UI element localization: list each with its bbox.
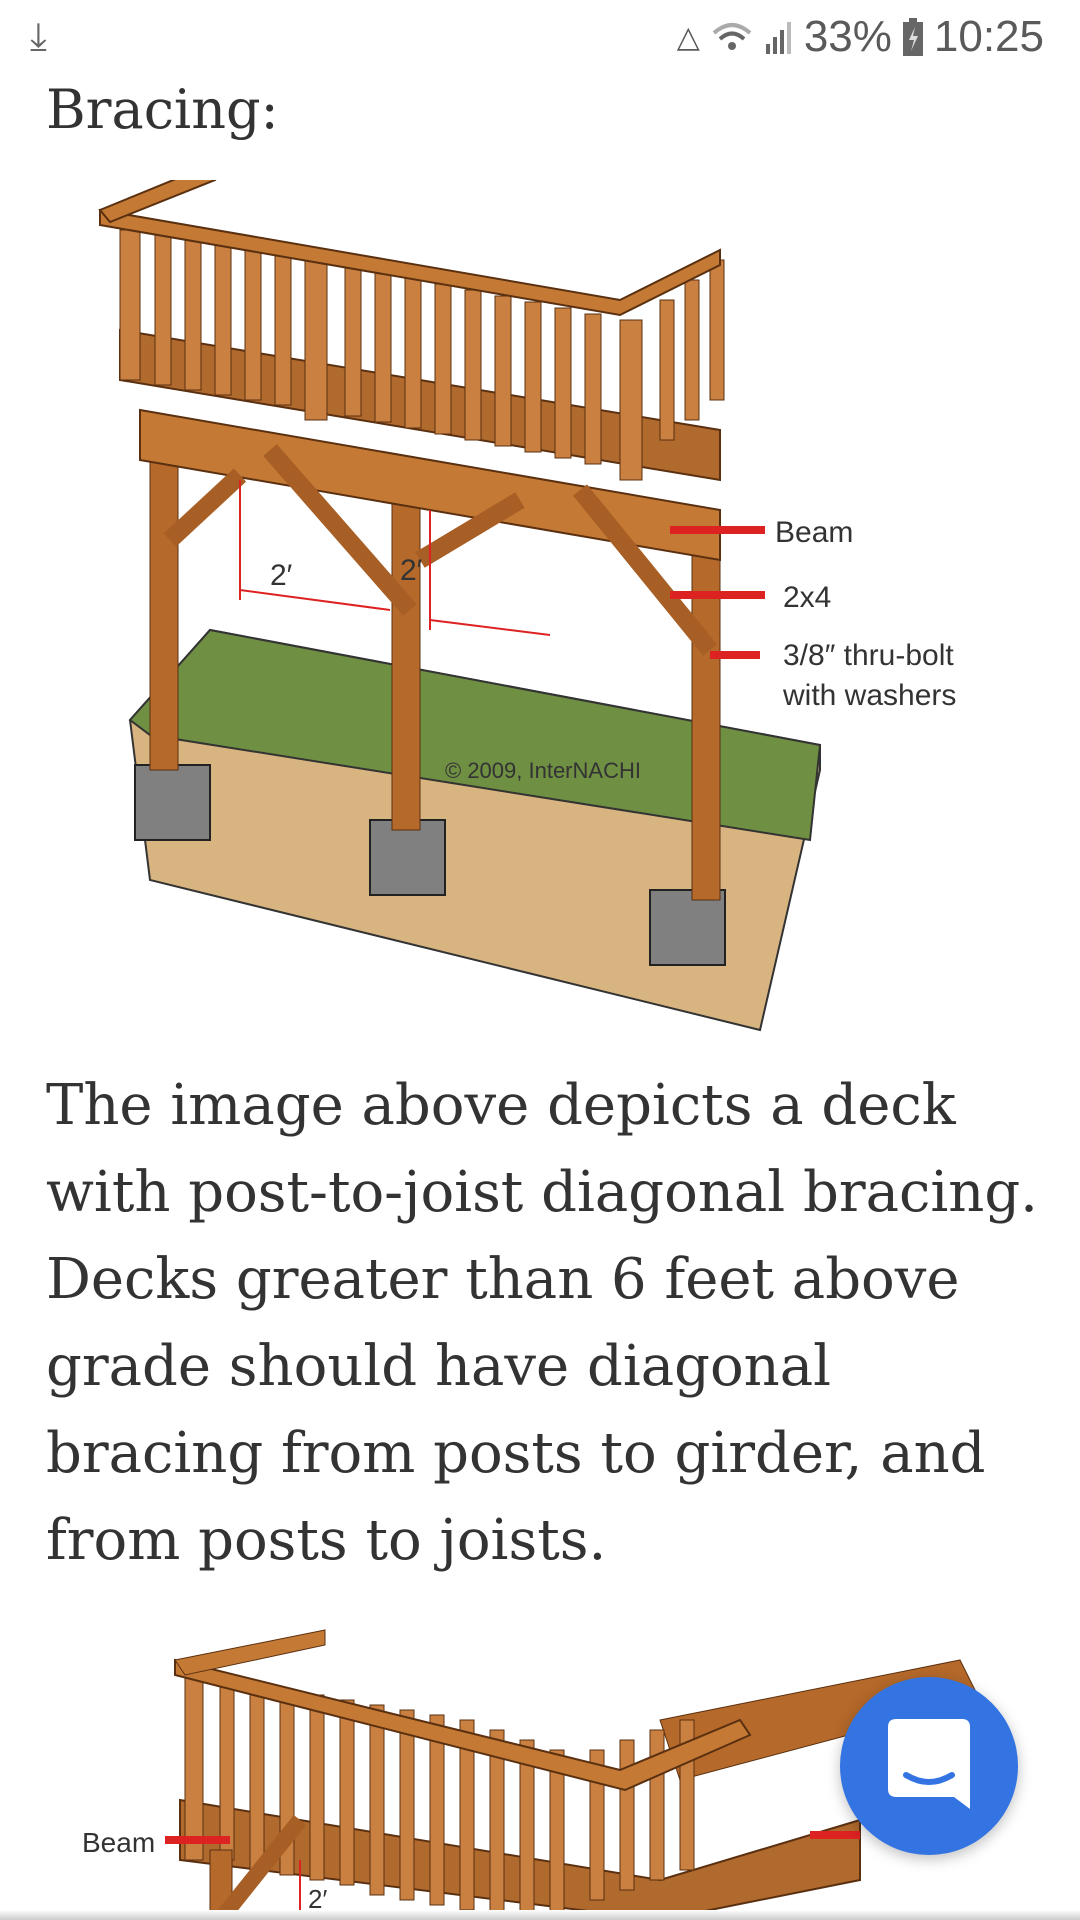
top-rail-side [98,180,217,224]
bolt-label-line2: with washers [782,679,956,712]
dim-label: 2′ [308,1884,327,1914]
brace [213,1815,307,1920]
footing [369,819,446,896]
beam-label: Beam [82,1827,155,1858]
data-saver-icon: △ [676,20,700,54]
clock: 10:25 [933,12,1044,61]
grass-top [128,628,822,842]
footing [134,764,211,841]
top-rail [99,208,721,317]
dimension-lines [239,480,551,636]
brace [263,444,417,616]
top-rail-side [174,1629,326,1676]
chat-icon [888,1719,970,1809]
2x4-label: 2x4 [783,581,831,614]
status-bar: ⤓ △ 33% 10:25 [0,0,1080,80]
signal-icon [765,22,791,54]
post [691,539,721,901]
dim-left-label: 2′ [270,559,293,592]
beam [139,408,721,562]
chat-button[interactable] [840,1677,1018,1855]
article-paragraph: The image above depicts a deck with post… [46,1073,1038,1573]
nav-bar-edge [0,1910,1080,1920]
top-rail [174,1658,752,1792]
callout-arrows [670,526,765,659]
brace [573,484,717,656]
brace [163,468,247,547]
footing [649,889,726,966]
post [391,499,421,831]
copyright-label: © 2009, InterNACHI [445,758,641,783]
download-icon: ⤓ [30,16,47,58]
dim-right-label: 2′ [400,554,423,587]
deck-bracing-illustration: 2′ 2′ © 2009, InterNACHI Beam 2x4 3/8″ t… [98,180,956,1032]
section-heading: Bracing: [46,78,279,141]
wifi-icon [712,23,752,50]
bolt-label-line1: 3/8″ thru-bolt [783,639,954,672]
battery-percent: 33% [803,12,892,61]
brace [415,492,525,568]
beam-label: Beam [775,516,853,549]
battery-charging-icon [902,18,923,56]
post [149,449,179,771]
